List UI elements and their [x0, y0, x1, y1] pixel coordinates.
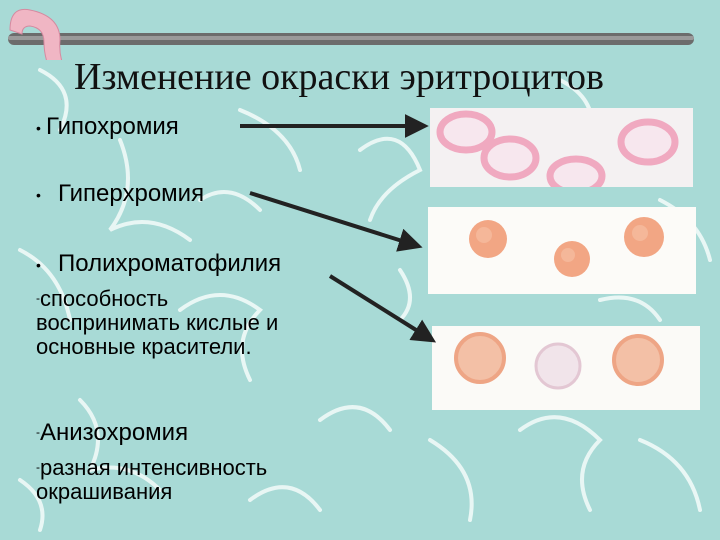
polychromatic-cells-drawing [454, 332, 664, 390]
polychromatophilia-note: -способность воспринимать кислые и основ… [36, 286, 279, 359]
bullet-hyperchromia: • [36, 187, 41, 203]
hyperchromic-cells-drawing [469, 217, 664, 277]
item-polychromatophilia: Полихроматофилия [58, 250, 282, 277]
item-hyperchromia: Гиперхромия [58, 180, 205, 207]
item-anisochromia: -Анизохромия [36, 419, 189, 446]
polychromatic-cells-image [432, 326, 700, 410]
item-hypochromia: Гипохромия [46, 113, 179, 140]
hypochromic-cells-drawing [436, 110, 679, 197]
title-bar [8, 8, 694, 60]
slide-title: Изменение окраски эритроцитов [74, 56, 604, 98]
hook-decoration [9, 8, 63, 60]
anisochromia-note: -разная интенсивность окрашивания [36, 455, 268, 504]
hypochromic-cells-image [430, 108, 693, 197]
bullet-polychromatophilia: • [36, 257, 41, 273]
hyperchromic-cells-image [428, 207, 696, 294]
bullet-hypochromia: • [36, 120, 41, 136]
